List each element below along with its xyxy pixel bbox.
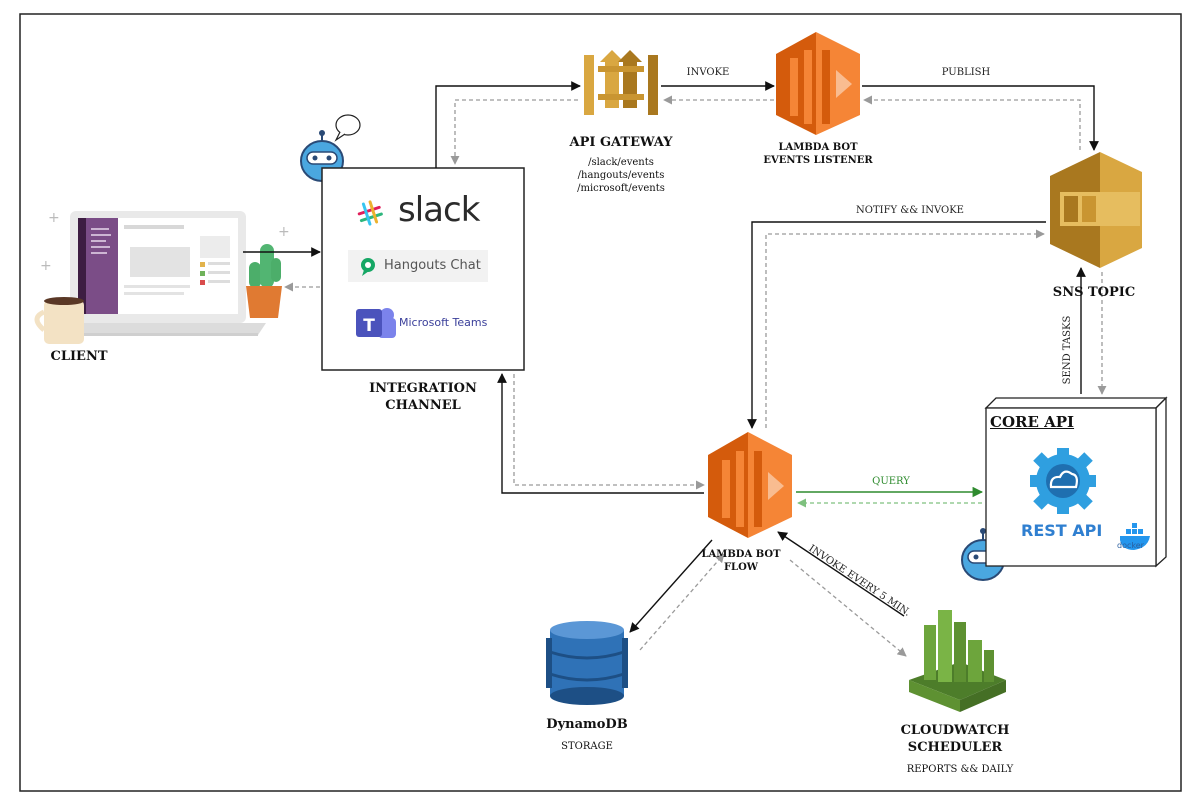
dynamodb-label: DynamoDB — [546, 717, 628, 732]
api-route-hangouts: /hangouts/events — [577, 170, 665, 181]
svg-text:+: + — [40, 258, 52, 274]
dynamodb-icon — [546, 621, 628, 705]
edge-flow-to-sns — [765, 229, 1045, 428]
svg-text:+: + — [48, 210, 60, 226]
edge-listener-to-sns — [862, 85, 1099, 151]
sns-topic-icon — [1050, 152, 1142, 268]
edge-label-invoke: INVOKE — [687, 67, 730, 78]
edge-sns-to-flow — [747, 221, 1046, 429]
integration-label-line2: CHANNEL — [385, 398, 461, 413]
edge-gateway-to-integration — [450, 99, 578, 165]
lambda-listener-icon — [776, 32, 860, 135]
lambda-listener-label-line2: EVENTS LISTENER — [763, 155, 873, 166]
edge-label-query: QUERY — [872, 476, 910, 487]
sns-topic-label: SNS TOPIC — [1052, 285, 1136, 300]
dynamodb-sub: STORAGE — [561, 741, 613, 752]
svg-text:+: + — [278, 224, 290, 240]
edge-cloudwatch-to-flow — [777, 531, 905, 617]
cloudwatch-icon — [909, 610, 1006, 712]
api-gateway-label: API GATEWAY — [569, 135, 673, 150]
docker-whale-icon — [1120, 523, 1150, 550]
client-label: CLIENT — [50, 349, 108, 364]
integration-label-line1: INTEGRATION — [369, 381, 477, 396]
api-route-slack: /slack/events — [588, 157, 654, 168]
hangouts-text: Hangouts Chat — [384, 258, 481, 273]
core-api-label: CORE API — [990, 413, 1075, 431]
slack-logo-icon — [357, 200, 383, 226]
svg-text:T: T — [363, 316, 375, 336]
edge-integration-to-flow — [513, 374, 705, 490]
edge-integration-to-gateway — [435, 81, 581, 168]
cloudwatch-sub: REPORTS && DAILY — [906, 764, 1014, 775]
lambda-listener-label-line1: LAMBDA BOT — [778, 142, 858, 153]
client-laptop-icon: + + + — [34, 210, 290, 344]
docker-text: docker — [1117, 541, 1144, 550]
edge-label-publish: PUBLISH — [942, 67, 991, 78]
frame-border — [19, 13, 1182, 792]
api-gateway-icon — [584, 50, 658, 115]
edge-dynamodb-to-flow — [639, 553, 725, 651]
hangouts-icon — [361, 258, 375, 276]
cloudwatch-label-line1: CLOUDWATCH — [900, 723, 1010, 738]
lambda-flow-icon — [708, 432, 792, 538]
speech-bubble-icon — [334, 114, 361, 142]
teams-logo-icon: T — [356, 308, 396, 338]
edge-flow-to-dynamodb — [629, 539, 713, 633]
edge-label-send-tasks: SEND TASKS — [1062, 316, 1073, 385]
cloudwatch-label-line2: SCHEDULER — [907, 740, 1003, 755]
teams-text: Microsoft Teams — [399, 316, 488, 329]
rest-api-text: REST API — [1021, 521, 1103, 540]
edge-sns-to-listener — [863, 95, 1081, 150]
slack-text: slack — [398, 190, 480, 230]
rest-api-gear-icon — [1030, 448, 1096, 514]
edge-flow-to-integration — [497, 373, 704, 494]
edge-label-invoke-every: INVOKE EVERY 5 MIN. — [807, 543, 913, 619]
api-route-microsoft: /microsoft/events — [577, 183, 665, 194]
lambda-flow-label-line2: FLOW — [723, 562, 759, 573]
edge-label-notify-invoke: NOTIFY && INVOKE — [856, 205, 964, 216]
lambda-flow-label-line1: LAMBDA BOT — [701, 549, 781, 560]
